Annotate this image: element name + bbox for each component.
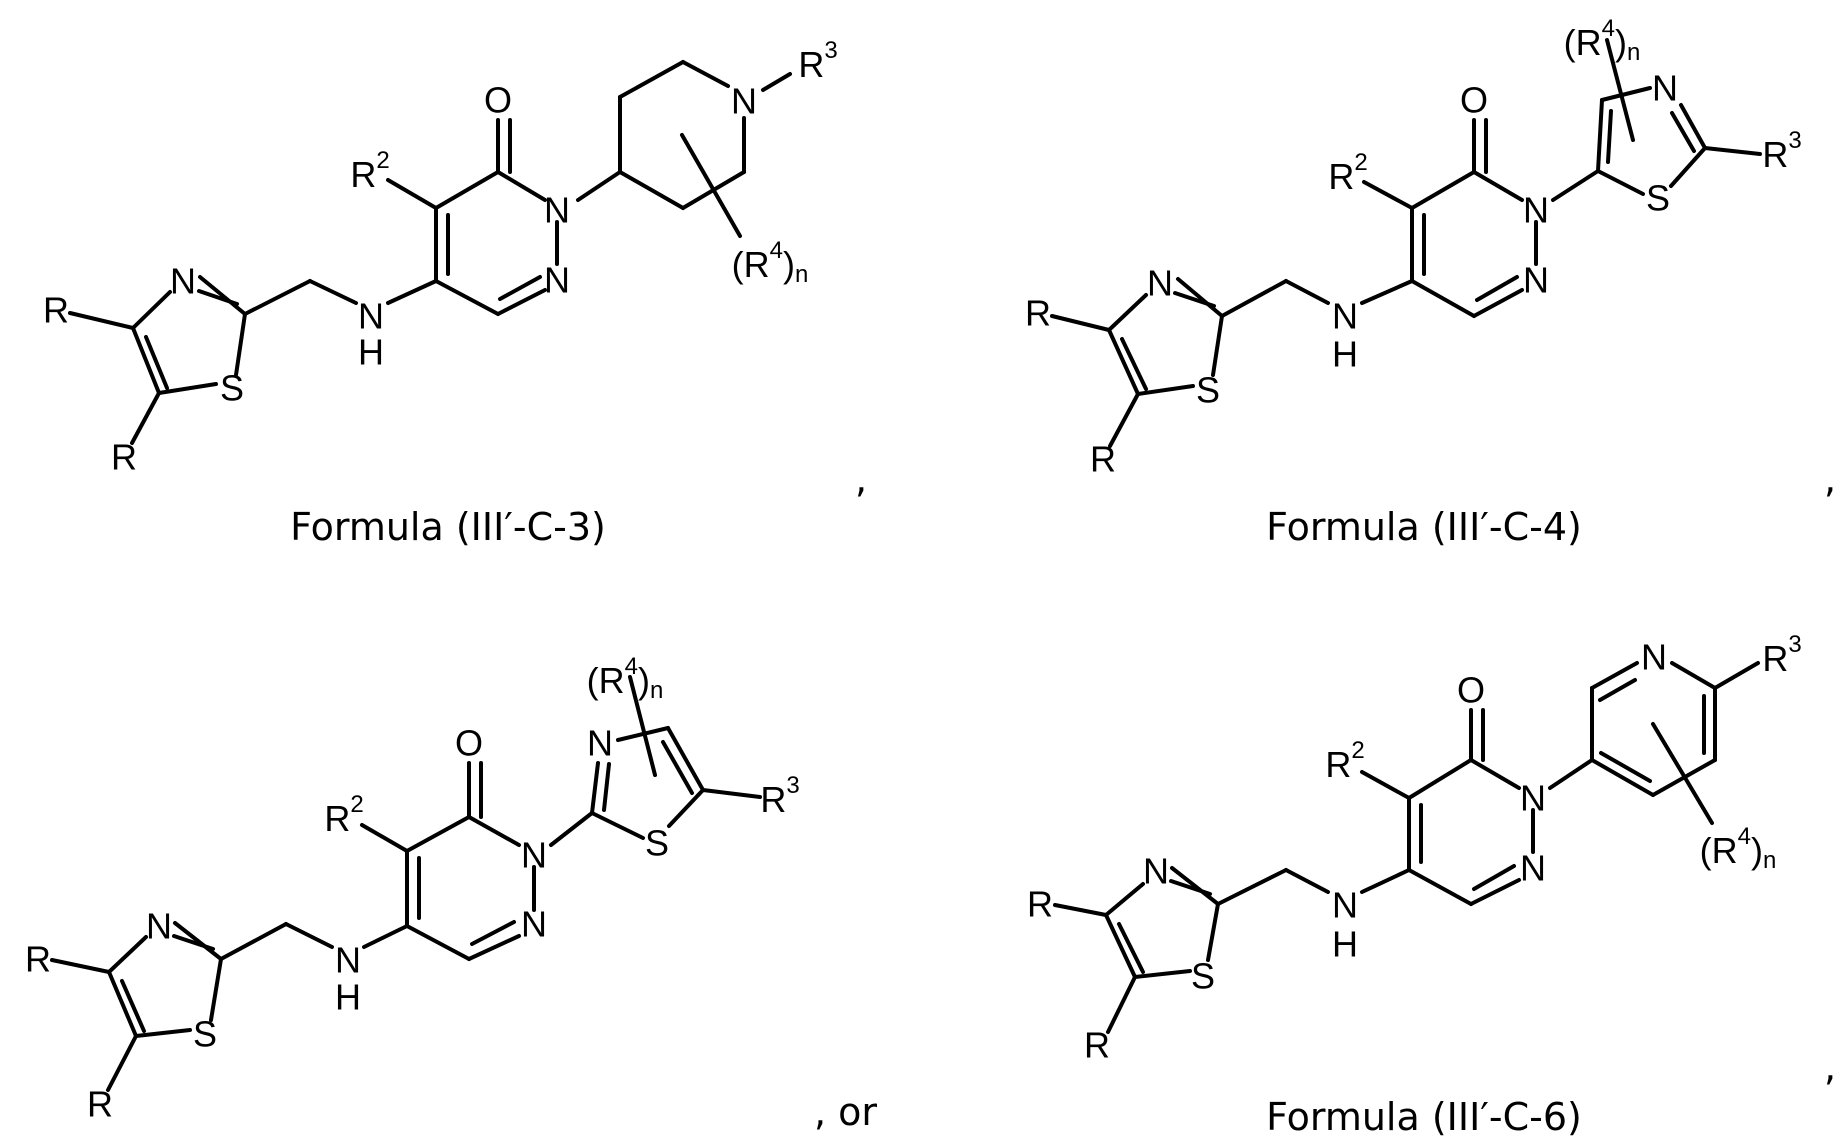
atom-r-5: R <box>1084 1025 1110 1066</box>
atom-pyridine-n: N <box>1641 637 1667 678</box>
bonds <box>1053 661 1760 1034</box>
formula-caption: Formula (III′-C-3) <box>290 505 606 549</box>
atom-nh-h: H <box>1332 924 1358 965</box>
atom-r4n: (R4)n <box>732 237 809 288</box>
atom-r2: R2 <box>350 147 389 195</box>
atom-n2: N <box>544 190 570 231</box>
atom-thiazole-s: S <box>1196 370 1220 411</box>
atom-n2: N <box>1520 778 1546 819</box>
atom-r-5: R <box>87 1084 113 1125</box>
atom-thiazole-n: N <box>1143 851 1169 892</box>
atom-thiazole-n: N <box>1147 263 1173 304</box>
structure-formula-iii-c-4: O N N N H N S R R R2 N S R3 (R4)n , Form… <box>1025 15 1836 550</box>
atom-r3: R3 <box>1762 127 1801 175</box>
atom-n1: N <box>1520 848 1546 889</box>
atom-oxygen: O <box>1457 670 1485 711</box>
atom-nh-n: N <box>335 940 361 981</box>
atom-thiazole-s: S <box>220 368 244 409</box>
atom-r2: R2 <box>1325 737 1364 785</box>
atom-r3: R3 <box>760 772 799 820</box>
formula-caption: Formula (III′-C-6) <box>1266 1095 1582 1139</box>
atom-thiazole-s: S <box>193 1014 217 1055</box>
atom-thiazole-ring-s: S <box>645 823 669 864</box>
atom-oxygen: O <box>484 80 512 121</box>
atom-nh-n: N <box>358 296 384 337</box>
atom-n2: N <box>1523 190 1549 231</box>
atom-r2: R2 <box>324 791 363 839</box>
atom-n2: N <box>521 835 547 876</box>
atom-nh-h: H <box>335 977 361 1018</box>
atom-thiazole-ring-n: N <box>587 723 613 764</box>
atom-r4n: (R4)n <box>1564 15 1641 66</box>
bonds <box>68 60 792 445</box>
atom-labels: O N N N H N S R R R2 N S R3 (R4)n <box>1025 15 1802 480</box>
bonds <box>1050 38 1762 448</box>
formula-caption: Formula (III′-C-4) <box>1266 505 1582 549</box>
trailing-or: , or <box>814 1090 877 1134</box>
atom-r4n: (R4)n <box>587 653 664 704</box>
atom-r-4: R <box>25 939 51 980</box>
atom-thiazole-n: N <box>146 906 172 947</box>
atom-n1: N <box>544 260 570 301</box>
atom-n1: N <box>1523 260 1549 301</box>
atom-labels: O N N N H N S R R R2 N R3 (R4)n <box>1027 631 1802 1066</box>
trailing-comma: , <box>855 457 867 501</box>
atom-thiazole-s: S <box>1191 956 1215 997</box>
trailing-comma: , <box>1824 1045 1836 1089</box>
structure-formula-iii-c-6: O N N N H N S R R R2 N R3 (R4)n , Formul… <box>1027 631 1836 1140</box>
atom-thiazole-n: N <box>170 261 196 302</box>
atom-r-4: R <box>1027 884 1053 925</box>
atom-r3: R3 <box>798 37 837 85</box>
atom-r4n: (R4)n <box>1700 823 1777 874</box>
atom-n1: N <box>521 904 547 945</box>
atom-thiazole-ring-n: N <box>1652 68 1678 109</box>
structure-formula-iii-c-5: O N N N H N S R R R2 N S R3 (R4)n , or <box>25 653 877 1135</box>
bonds <box>50 675 762 1092</box>
atom-nh-n: N <box>1332 296 1358 337</box>
trailing-comma: , <box>1824 457 1836 501</box>
atom-labels: O N N N H N S R R R2 N R3 (R4)n <box>43 37 838 478</box>
atom-r-4: R <box>43 290 69 331</box>
atom-r-4: R <box>1025 293 1051 334</box>
atom-oxygen: O <box>1460 80 1488 121</box>
atom-nh-n: N <box>1332 885 1358 926</box>
atom-thiazole-ring-s: S <box>1646 178 1670 219</box>
atom-r2: R2 <box>1328 149 1367 197</box>
atom-piperidine-n: N <box>731 81 757 122</box>
atom-r3: R3 <box>1762 631 1801 679</box>
atom-r-5: R <box>111 437 137 478</box>
structure-formula-iii-c-3: O N N N H N S R R R2 N R3 (R4)n , Formul… <box>43 37 867 550</box>
atom-nh-h: H <box>358 332 384 373</box>
atom-r-5: R <box>1090 439 1116 480</box>
atom-nh-h: H <box>1332 334 1358 375</box>
atom-labels: O N N N H N S R R R2 N S R3 (R4)n <box>25 653 800 1125</box>
atom-oxygen: O <box>455 723 483 764</box>
